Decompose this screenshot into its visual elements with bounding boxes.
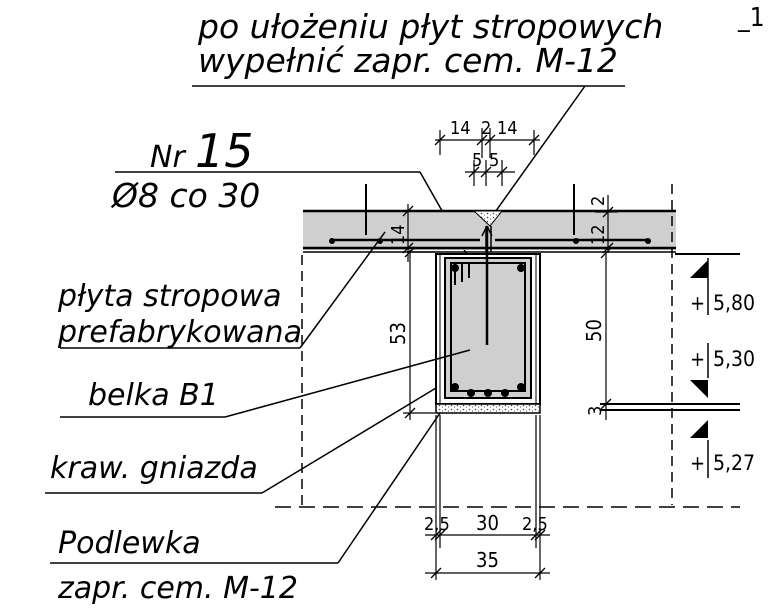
podlewka-line2: zapr. cem. M-12 — [57, 571, 298, 606]
edge-label: kraw. gniazda — [50, 451, 258, 486]
nr-prefix: Nr — [150, 140, 186, 175]
dim-beam-53: 53 — [386, 322, 410, 345]
dim-top-14-left: 14 — [450, 118, 471, 139]
corner-mark: _1 — [737, 3, 765, 33]
dim-top-14-right: 14 — [497, 118, 518, 139]
level-marker-1: + 5,80 — [675, 253, 755, 315]
svg-text:5,80: 5,80 — [713, 291, 755, 315]
dim-bottom-2-5-left: 2,5 — [424, 514, 450, 535]
dim-grout-3: 3 — [585, 406, 606, 416]
podlewka-line1: Podlewka — [58, 526, 201, 561]
svg-text:+: + — [690, 291, 705, 315]
dim-slab-14: 14 — [388, 224, 409, 245]
nr-number: 15 — [195, 124, 254, 178]
grout-pad — [435, 403, 541, 414]
dim-top-5-left: 5 — [472, 150, 482, 171]
top-note-leader — [487, 85, 586, 223]
dim-beam-50: 50 — [582, 319, 606, 342]
dim-right-12: 12 — [588, 224, 609, 245]
joint-fill — [472, 210, 504, 227]
level-marker-2: + 5,30 — [600, 343, 755, 411]
top-note-line1: po ułożeniu płyt stropowych — [197, 7, 663, 46]
dim-right-2: 2 — [588, 196, 609, 206]
dim-top-5-right: 5 — [489, 150, 499, 171]
slab-label-line2: prefabrykowana — [57, 315, 302, 350]
top-note-line2: wypełnić zapr. cem. M-12 — [198, 41, 618, 80]
rebar-spec: Ø8 co 30 — [110, 176, 260, 215]
dim-bottom-35: 35 — [476, 548, 499, 572]
slab-label-line1: płyta stropowa — [57, 279, 282, 314]
level-marker-3: + 5,27 — [690, 420, 755, 478]
svg-text:+: + — [690, 347, 705, 371]
dim-bottom-2-5-right: 2,5 — [522, 514, 548, 535]
svg-text:+: + — [690, 451, 705, 475]
svg-text:5,27: 5,27 — [713, 451, 755, 475]
beam-label: belka B1 — [88, 378, 219, 413]
dim-bottom-30: 30 — [476, 511, 499, 535]
svg-text:5,30: 5,30 — [713, 347, 755, 371]
dim-top-2: 2 — [481, 118, 491, 139]
